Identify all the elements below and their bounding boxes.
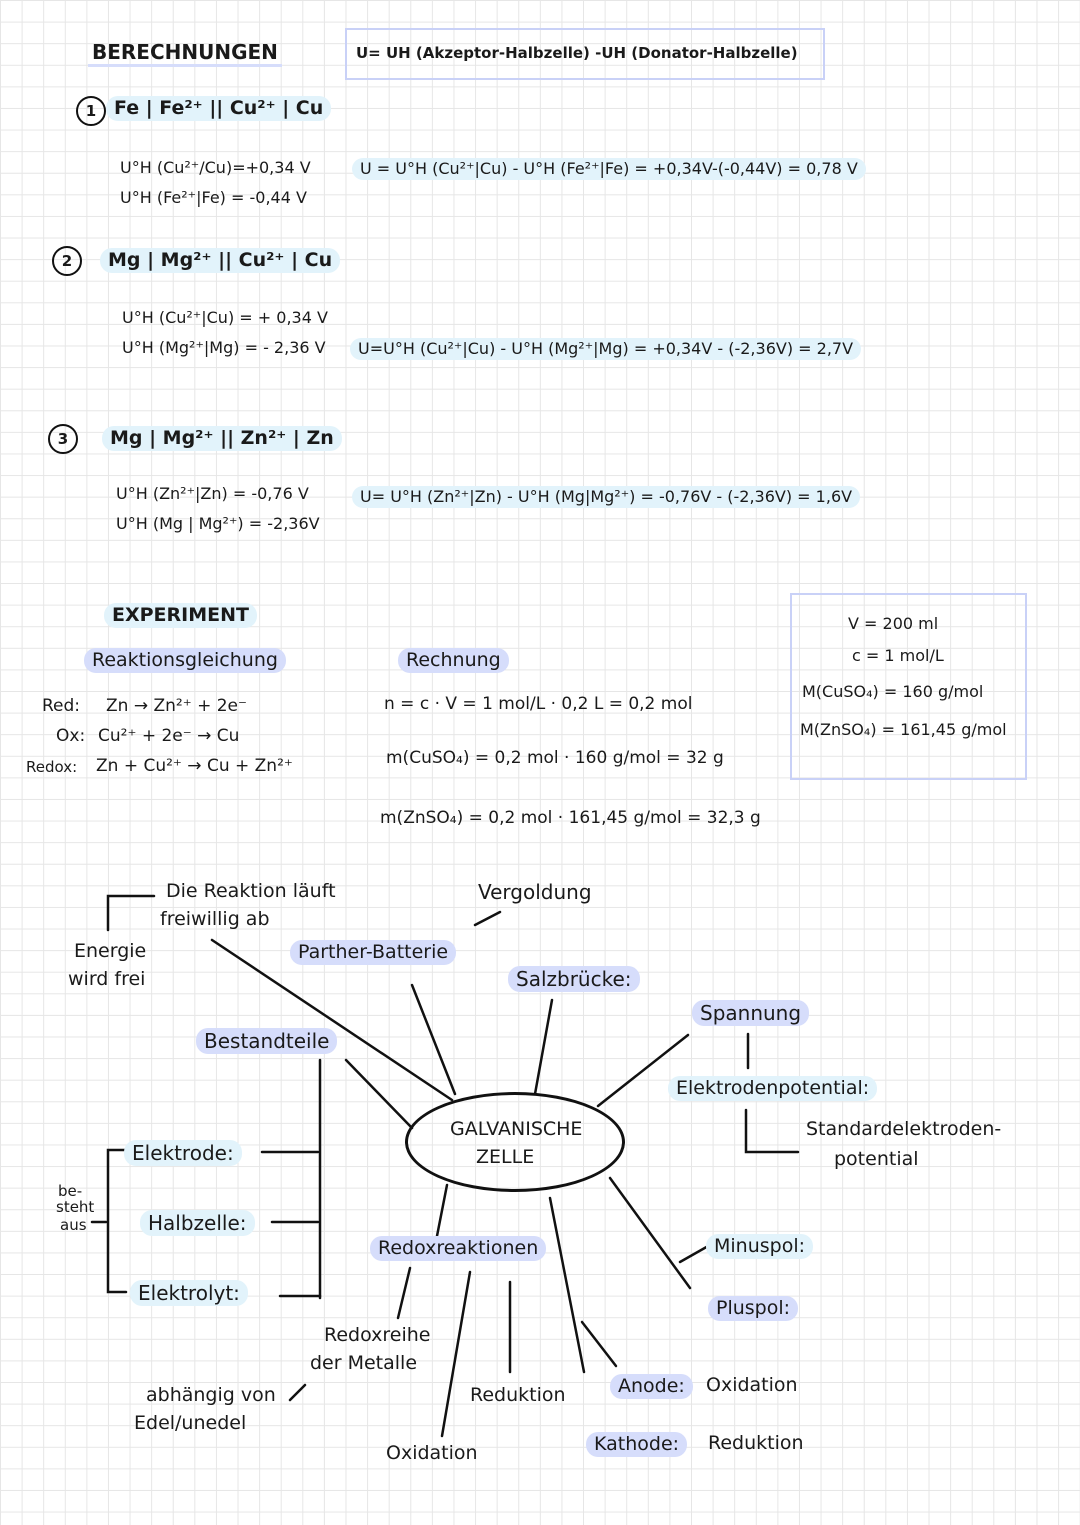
- hub-title-line2: ZELLE: [476, 1146, 535, 1168]
- given-molar-mass-cuso4: M(CuSO₄) = 160 g/mol: [802, 682, 984, 701]
- elektrode-label: Elektrode:: [124, 1140, 242, 1166]
- formula-box: [345, 28, 825, 80]
- potential-mg-2: U°H (Mg | Mg²⁺) = -2,36V: [116, 514, 320, 533]
- potential-cu-2: U°H (Cu²⁺|Cu) = + 0,34 V: [122, 308, 328, 327]
- result-2: U=U°H (Cu²⁺|Cu) - U°H (Mg²⁺|Mg) = +0,34V…: [350, 338, 862, 360]
- number-circle-2: 2: [52, 246, 82, 276]
- section-heading-experiment: EXPERIMENT: [104, 603, 257, 628]
- reaction-redox-eq: Zn + Cu²⁺ → Cu + Zn²⁺: [96, 756, 293, 776]
- reaction-red-label: Red:: [42, 696, 81, 716]
- cell-notation-1: Fe | Fe²⁺ || Cu²⁺ | Cu: [106, 96, 332, 121]
- redoxreihe-line2: der Metalle: [310, 1352, 418, 1374]
- redoxreaktionen-label: Redoxreaktionen: [370, 1236, 547, 1261]
- kathode-label: Kathode:: [586, 1432, 688, 1457]
- calc-heading: Rechnung: [398, 648, 509, 673]
- anode-value: Oxidation: [706, 1374, 798, 1396]
- energy-line1: Energie: [74, 940, 147, 962]
- vergoldung-label: Vergoldung: [478, 880, 592, 904]
- pluspol-label: Pluspol:: [708, 1296, 799, 1321]
- galvanic-cell-hub: [405, 1092, 625, 1192]
- given-molar-mass-znso4: M(ZnSO₄) = 161,45 g/mol: [800, 720, 1007, 739]
- besteht-line2: steht: [56, 1198, 95, 1216]
- parther-battery-label: Parther-Batterie: [290, 940, 457, 965]
- cell-notation-2: Mg | Mg²⁺ || Cu²⁺ | Cu: [100, 248, 341, 273]
- number-circle-1: 1: [76, 96, 106, 126]
- hub-title-line1: GALVANISCHE: [450, 1118, 583, 1140]
- potential-fe: U°H (Fe²⁺|Fe) = -0,44 V: [120, 188, 307, 207]
- standard-potential-line1: Standardelektroden-: [806, 1118, 1002, 1140]
- reaction-ox-eq: Cu²⁺ + 2e⁻ → Cu: [98, 726, 240, 746]
- potential-zn: U°H (Zn²⁺|Zn) = -0,76 V: [116, 484, 309, 503]
- reduktion-label: Reduktion: [470, 1384, 566, 1406]
- calc-line-cuso4: m(CuSO₄) = 0,2 mol · 160 g/mol = 32 g: [386, 748, 724, 768]
- potential-mg: U°H (Mg²⁺|Mg) = - 2,36 V: [122, 338, 326, 357]
- salzbruecke-label: Salzbrücke:: [508, 966, 640, 992]
- calc-line-znso4: m(ZnSO₄) = 0,2 mol · 161,45 g/mol = 32,3…: [380, 808, 761, 828]
- abhaengig-line1: abhängig von: [146, 1384, 276, 1406]
- elektrolyt-label: Elektrolyt:: [130, 1280, 248, 1306]
- reaction-redox-label: Redox:: [26, 758, 78, 776]
- number-circle-3: 3: [48, 424, 78, 454]
- given-concentration: c = 1 mol/L: [852, 646, 944, 665]
- potential-cu: U°H (Cu²⁺/Cu)=+0,34 V: [120, 158, 311, 177]
- result-3: U= U°H (Zn²⁺|Zn) - U°H (Mg|Mg²⁺) = -0,76…: [352, 486, 861, 508]
- energy-line2: wird frei: [68, 968, 146, 990]
- formula-text: U= UH (Akzeptor-Halbzelle) -UH (Donator-…: [356, 44, 798, 62]
- reaction-red-eq: Zn → Zn²⁺ + 2e⁻: [106, 696, 247, 716]
- besteht-line3: aus: [60, 1216, 87, 1234]
- halbzelle-label: Halbzelle:: [140, 1210, 255, 1236]
- calc-line-n: n = c · V = 1 mol/L · 0,2 L = 0,2 mol: [384, 694, 693, 714]
- oxidation-label: Oxidation: [386, 1442, 478, 1464]
- section-heading-calculations: BERECHNUNGEN: [88, 42, 282, 67]
- cell-notation-3: Mg | Mg²⁺ || Zn²⁺ | Zn: [102, 426, 342, 451]
- abhaengig-line2: Edel/unedel: [134, 1412, 247, 1434]
- anode-label: Anode:: [610, 1374, 693, 1399]
- kathode-value: Reduktion: [708, 1432, 804, 1454]
- given-volume: V = 200 ml: [848, 614, 939, 633]
- bestandteile-label: Bestandteile: [196, 1028, 338, 1054]
- reaction-ox-label: Ox:: [56, 726, 86, 746]
- result-1: U = U°H (Cu²⁺|Cu) - U°H (Fe²⁺|Fe) = +0,3…: [352, 158, 866, 180]
- spannung-label: Spannung: [692, 1000, 810, 1026]
- standard-potential-line2: potential: [834, 1148, 919, 1170]
- minuspol-label: Minuspol:: [706, 1234, 814, 1259]
- redoxreihe-line1: Redoxreihe: [324, 1324, 431, 1346]
- besteht-line1: be-: [58, 1182, 83, 1200]
- reaction-free-line2: freiwillig ab: [160, 908, 270, 930]
- elektrodenpotential-label: Elektrodenpotential:: [668, 1076, 878, 1101]
- given-values-box: [790, 593, 1027, 780]
- reaction-free-line1: Die Reaktion läuft: [166, 880, 336, 902]
- reaction-heading: Reaktionsgleichung: [84, 648, 286, 673]
